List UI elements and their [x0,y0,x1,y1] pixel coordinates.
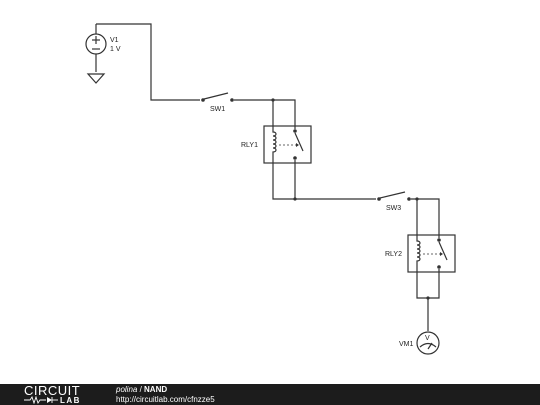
switch-contact [230,98,234,102]
switch-blade [379,191,406,199]
relay-coil-icon [272,126,277,163]
relay-arrow [440,252,443,256]
junction-dot [293,197,297,201]
voltmeter-vm1[interactable]: V [416,331,440,355]
relay-coil-icon [416,235,421,272]
relay-rly2[interactable] [407,234,456,273]
vm1-label: VM1 [399,341,414,348]
relay-arrow [296,143,299,147]
v1-value: 1 V [110,46,121,53]
logo-text-lab: LAB [60,396,81,405]
project-url[interactable]: http://circuitlab.com/cfnzze5 [116,395,215,404]
switch-sw3[interactable] [377,191,411,201]
wire [272,163,376,200]
relay-contact [437,265,441,269]
switch-blade [203,92,229,100]
sw3-label: SW3 [386,205,401,212]
junction-dot [271,98,275,102]
project-title: NAND [144,385,168,394]
footer-bar: CIRCUIT LAB polina / NAND http://circuit… [0,384,540,405]
relay-contact [293,156,297,160]
rly2-label: RLY2 [385,251,402,258]
sw1-label: SW1 [210,106,225,113]
relay-contact [293,129,297,133]
wire [96,23,200,101]
ground-icon [86,73,106,84]
separator: / [137,385,145,394]
relay-body [263,125,312,164]
logo-text-circuit: CIRCUIT [24,383,81,398]
circuitlab-logo[interactable]: CIRCUIT LAB [24,384,104,405]
switch-sw1[interactable] [201,92,234,102]
schematic-canvas: V1 1 V SW1 RLY1 SW3 [85,23,456,355]
junction-dot [426,296,430,300]
voltage-source-v1[interactable] [85,33,107,55]
relay-contact [437,238,441,242]
relay-body [407,234,456,273]
wire [416,272,440,299]
voltmeter-symbol: V [425,335,430,342]
author-name[interactable]: polina [116,385,138,394]
voltmeter-icon [416,331,440,355]
meter-scale [419,342,437,348]
switch-contact [407,197,411,201]
wire [234,99,296,126]
relay-armature [438,241,448,261]
relay-armature [294,132,304,152]
wire [411,198,440,235]
project-info: polina / NAND [116,385,167,394]
logo-waveform-icon [24,396,58,404]
relay-rly1[interactable] [263,125,312,164]
junction-dot [415,197,419,201]
switch-contact [377,197,381,201]
v1-label: V1 [110,37,119,44]
meter-needle [427,342,433,350]
rly1-label: RLY1 [241,142,258,149]
switch-contact [201,98,205,102]
